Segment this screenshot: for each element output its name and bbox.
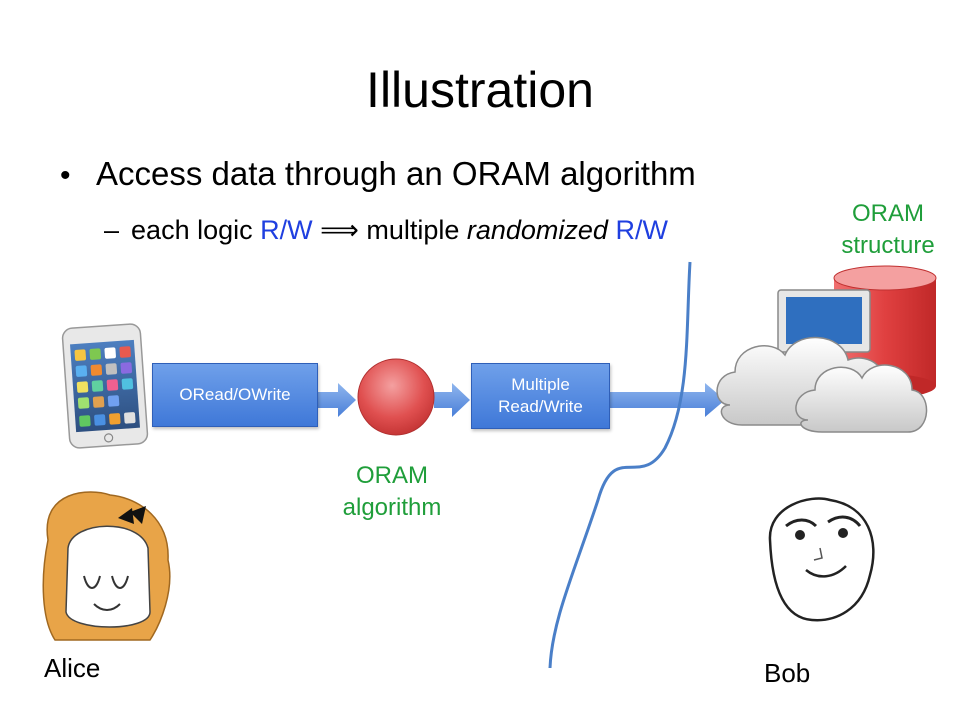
sub-text-2: multiple bbox=[366, 215, 467, 245]
oram-algorithm-line2: algorithm bbox=[342, 494, 442, 521]
alice-face-icon bbox=[42, 491, 171, 641]
arrow-to-server bbox=[610, 383, 725, 417]
slide-title: Illustration bbox=[366, 62, 594, 118]
bullet-dot: • bbox=[60, 159, 71, 192]
bob-label: Bob bbox=[764, 658, 811, 688]
sub-bullet-dash: – bbox=[104, 215, 120, 245]
multiple-label: Multiple bbox=[511, 375, 570, 394]
multiple-read-write-box: Multiple Read/Write bbox=[471, 363, 610, 429]
sub-rw-1: R/W bbox=[260, 215, 313, 245]
oread-owrite-label: ORead/OWrite bbox=[179, 385, 291, 404]
oram-structure-label: ORAM structure bbox=[818, 198, 958, 262]
boundary-curve bbox=[548, 261, 692, 669]
oread-owrite-box: ORead/OWrite bbox=[152, 363, 318, 427]
alice-label: Alice bbox=[44, 653, 101, 683]
bullet-1: • Access data through an ORAM algorithm bbox=[60, 152, 696, 198]
sub-text-1: each logic bbox=[131, 215, 261, 245]
smartphone-icon bbox=[61, 323, 149, 449]
sub-bullet-1: –each logic R/W ⟹ multiple randomized R/… bbox=[104, 210, 668, 250]
bullet-1-text: Access data through an ORAM algorithm bbox=[96, 155, 696, 192]
implies-arrow: ⟹ bbox=[312, 215, 367, 245]
flow-arrows bbox=[318, 383, 725, 417]
oram-algorithm-label: ORAM algorithm bbox=[316, 460, 468, 524]
oram-structure-line1: ORAM bbox=[852, 200, 924, 227]
bob-face-icon bbox=[768, 497, 875, 622]
sub-rw-2: R/W bbox=[615, 215, 668, 245]
arrow-to-algorithm bbox=[318, 383, 356, 417]
sub-randomized: randomized bbox=[466, 215, 608, 245]
cloud-icon bbox=[716, 336, 928, 433]
arrow-to-multiple bbox=[434, 383, 470, 417]
oram-structure-line2: structure bbox=[841, 232, 935, 259]
oram-algorithm-line1: ORAM bbox=[356, 462, 428, 489]
oram-algorithm-circle bbox=[357, 358, 435, 436]
read-write-label: Read/Write bbox=[498, 397, 583, 416]
